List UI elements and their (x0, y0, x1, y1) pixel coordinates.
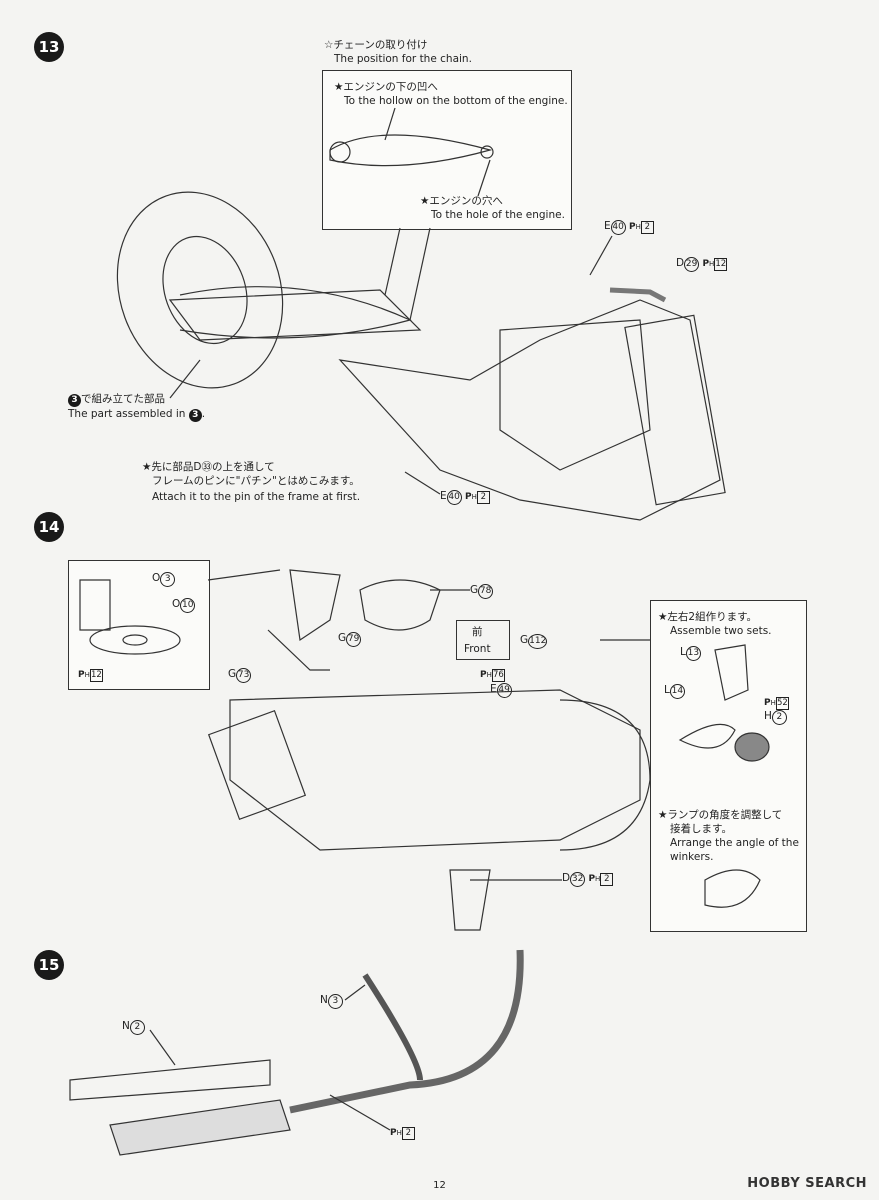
winker-angle-en-1: Arrange the angle of the (670, 837, 799, 849)
g73-stand (267, 629, 330, 671)
hobby-search-watermark: HOBBY SEARCH (747, 1176, 867, 1191)
inset-leader (207, 569, 281, 581)
assembled-part-en: The part assembled in 3. (68, 408, 206, 422)
drive-chain (179, 286, 412, 339)
chain-title-jp: ☆チェーンの取り付け (324, 39, 428, 51)
leader-chain-box-2 (409, 227, 431, 321)
page-number: 12 (433, 1180, 446, 1191)
part-label-ph76: PH76 (480, 669, 505, 682)
engine-block (499, 319, 651, 471)
hollow-jp: ★エンジンの下の凹へ (334, 81, 438, 93)
exhaust-pipe-d29 (609, 287, 667, 303)
side-cover (207, 709, 307, 821)
step-14-badge: 14 (34, 512, 64, 542)
leader-chain-box (384, 227, 401, 296)
footrest-plate (289, 569, 341, 642)
d32-bracket (449, 869, 491, 931)
leader-e40-bottom (404, 471, 441, 495)
leader-ph-step15 (329, 1094, 391, 1131)
rear-wheel-hub (162, 235, 248, 345)
n2-heat-shield (69, 1059, 271, 1101)
leader-n3 (344, 984, 366, 1001)
winker-sets-jp: ★左右2組作ります。 (658, 611, 758, 623)
n3-exhaust-pipe (362, 973, 423, 1081)
front-jp: 前 (472, 626, 483, 638)
g78-cover (359, 579, 441, 631)
pin-instruction-en: Attach it to the pin of the frame at fir… (152, 491, 361, 503)
winker-angle-jp-1: ★ランプの角度を調整して (658, 809, 783, 821)
part-label-ph52: PH52 (764, 697, 789, 710)
pin-instruction-jp-2: フレームのピンに"パチン"とはめこみます。 (152, 475, 360, 487)
hole-en: To the hole of the engine. (431, 209, 565, 221)
winker-angle-en-2: winkers. (670, 851, 714, 863)
rear-wheel-step14 (559, 699, 651, 851)
frame-step14 (229, 689, 641, 851)
leader-e40-top (589, 235, 613, 276)
leader-n2 (149, 1029, 176, 1066)
front-indicator-box (456, 620, 510, 660)
rear-wheel-outline (116, 191, 284, 389)
muffler-body (109, 1099, 291, 1156)
winker-detail-box (650, 600, 807, 932)
pin-instruction-jp-1: ★先に部品D㉝の上を通して (142, 461, 275, 473)
step-13-badge: 13 (34, 32, 64, 62)
winker-sets-en: Assemble two sets. (670, 625, 772, 637)
step-15-badge: 15 (34, 950, 64, 980)
inset-ph-label: PH12 (78, 669, 103, 682)
radiator (624, 314, 726, 506)
leader-assembled (169, 359, 201, 399)
winker-angle-jp-2: 接着します。 (670, 823, 732, 835)
hole-jp: ★エンジンの穴へ (420, 195, 503, 207)
part-label-g112: G112 (520, 634, 548, 649)
main-frame (338, 299, 721, 521)
chain-title-en: The position for the chain. (334, 53, 472, 65)
front-en: Front (464, 643, 491, 655)
main-exhaust-pipe (289, 949, 524, 1114)
swing-arm (168, 289, 422, 341)
hollow-en: To the hollow on the bottom of the engin… (344, 95, 568, 107)
